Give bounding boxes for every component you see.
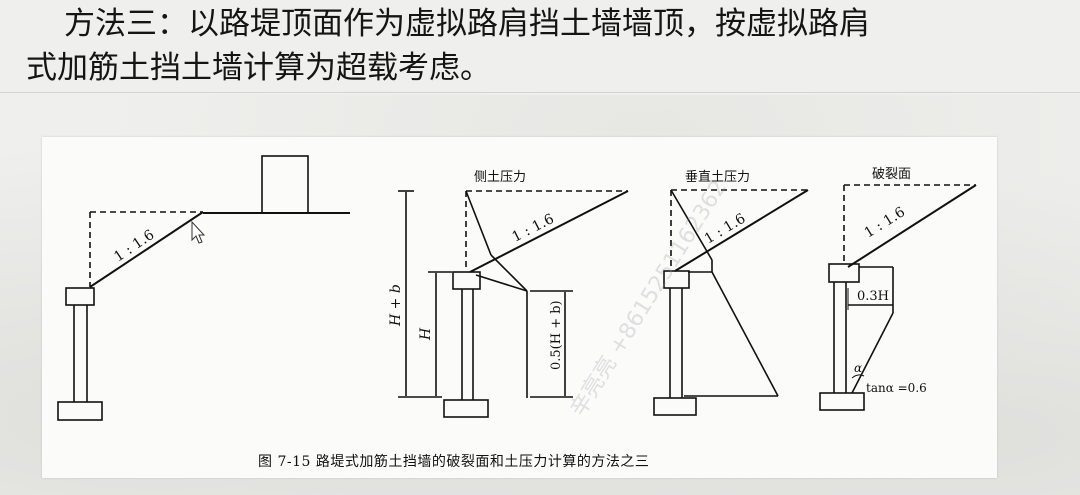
failure-line-2	[465, 190, 492, 256]
figure-panel	[42, 137, 997, 478]
pressure-edge-2b	[475, 274, 528, 292]
dim-label-h: H	[418, 327, 434, 341]
dim-label-half: 0.5(H + b)	[549, 300, 564, 370]
dim-label-h-plus-b: H + b	[388, 284, 404, 327]
coping-4	[828, 263, 860, 283]
slope-label-4: 1 : 1.6	[862, 204, 909, 241]
dim-label-03h: 0.3H	[857, 289, 889, 304]
diagram-3	[653, 189, 809, 416]
slope-line-2	[469, 190, 629, 273]
watermark-text: 辛亮亮 +8615251162362	[566, 176, 732, 421]
diagram-4	[819, 184, 977, 411]
coping-3	[663, 270, 690, 289]
panel-title-lateral: 侧土压力	[474, 170, 526, 185]
footing-1	[57, 401, 103, 421]
footing-3	[653, 397, 697, 416]
footing-2	[443, 399, 489, 418]
failure-line-3	[670, 189, 713, 261]
slide-heading: 方法三：以路堤顶面作为虚拟路肩挡土墙墙顶，按虚拟路肩 式加筋土挡土墙计算为超载考…	[26, 2, 1076, 90]
diagram-1	[57, 155, 350, 421]
surcharge-block	[261, 155, 309, 214]
coping-2	[452, 271, 481, 290]
alpha-label: α	[854, 361, 862, 375]
slope-line-4	[847, 184, 977, 268]
failure-diagonal-4	[851, 312, 894, 394]
heading-line-1: 方法三：以路堤顶面作为虚拟路肩挡土墙墙顶，按虚拟路肩	[64, 6, 870, 42]
tan-alpha-label: tanα =0.6	[866, 381, 927, 395]
alpha-arc	[851, 374, 865, 379]
heading-divider	[0, 92, 1080, 93]
heading-line-2: 式加筋土挡土墙计算为超载考虑。	[26, 50, 491, 86]
pressure-diagonal-3	[711, 271, 779, 397]
panel-title-vertical: 垂直土压力	[685, 170, 750, 185]
figure-caption: 图 7-15 路堤式加筋土挡墙的破裂面和土压力计算的方法之三	[258, 454, 650, 470]
slope-line-3	[674, 189, 809, 272]
pressure-edge-2	[490, 254, 528, 292]
diagram-labels: 1 : 1.6 1 : 1.6 1 : 1.6 1 : 1.6 侧土压力 垂直土…	[111, 167, 926, 421]
coping-1	[65, 287, 95, 306]
panel-title-failure-plane: 破裂面	[872, 167, 911, 182]
slope-line-1	[89, 211, 204, 288]
footing-4	[819, 392, 865, 411]
cursor-icon	[191, 220, 206, 244]
diagram-2	[398, 190, 629, 418]
